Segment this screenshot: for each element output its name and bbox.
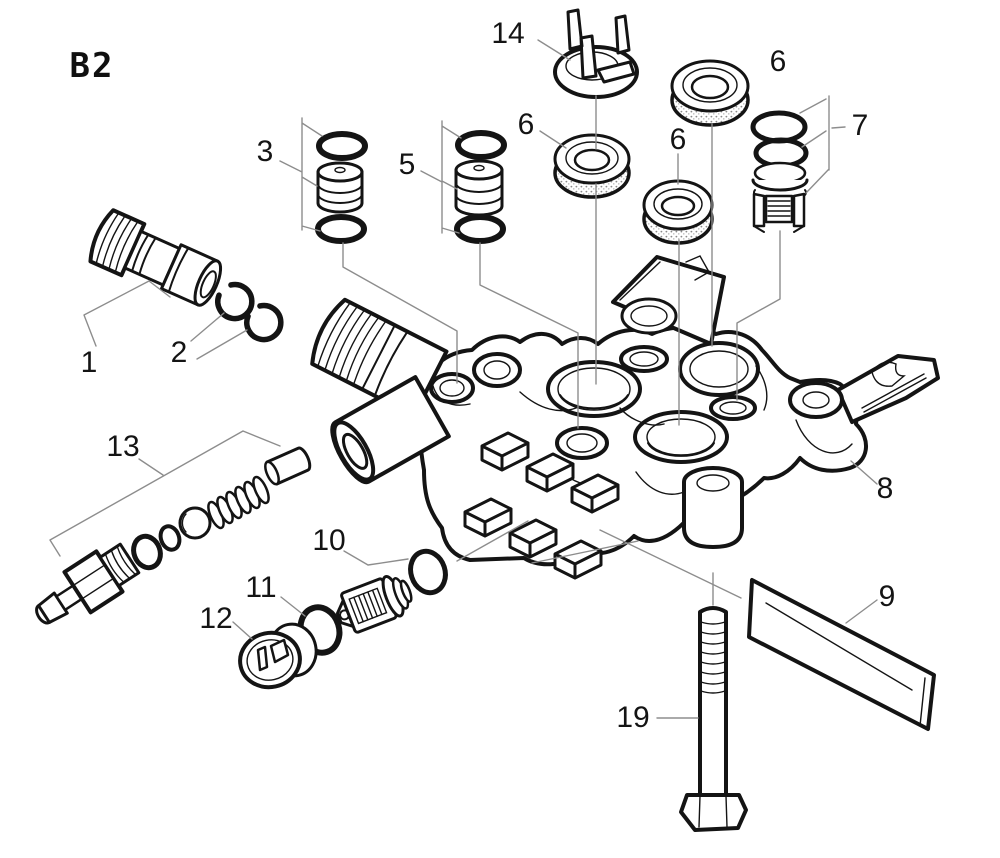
callout-7: 7 [851,109,869,142]
callout-1: 1 [80,346,98,379]
part-7-valve-drawing [750,110,809,233]
callout-11: 11 [245,571,277,604]
part-14-cap-drawing [553,8,639,99]
callout-8: 8 [876,472,894,505]
part-3-piston-kit-drawing [315,131,368,244]
part-10-cartridge-drawing [335,548,448,634]
callout-12: 12 [199,602,233,635]
callout-2: 2 [170,336,188,369]
callout-13: 13 [106,430,140,463]
manifold-front-port [330,375,451,485]
callout-14: 14 [491,17,525,50]
part-6-seal-a-drawing [553,133,631,199]
callout-9: 9 [878,580,896,613]
callout-5: 5 [398,148,416,181]
part-2-clips-drawing [215,281,284,343]
leader-lines [49,39,878,719]
part-6-seal-c-drawing [642,179,714,245]
part-6-seal-b-drawing [670,59,750,127]
callout-10: 10 [312,524,346,557]
manifold-body-drawing [310,255,868,580]
part-19-bolt-drawing [679,606,748,832]
figure-code-label: B2 [69,46,115,86]
part-8-wing-bracket-drawing [788,354,940,454]
part-9-plate-drawing [747,578,936,731]
part-12-cap-drawing [238,622,318,690]
callout-3: 3 [256,135,274,168]
callout-19: 19 [616,701,650,734]
spring [207,475,270,530]
part-1-coupling-drawing [88,208,223,307]
callout-6a: 6 [517,108,535,141]
part-13-valve-kit-drawing [35,446,312,625]
callout-6b: 6 [769,45,787,78]
callout-6c: 6 [669,123,687,156]
part-5-piston-kit-drawing [454,130,507,244]
